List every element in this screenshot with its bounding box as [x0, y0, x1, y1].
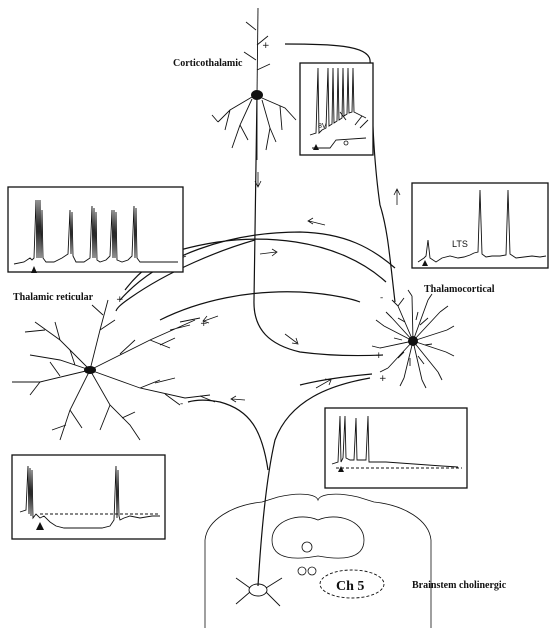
brainstem-cholinergic-label: Brainstem cholinergic: [412, 580, 507, 591]
reticular-burst-recording-panel: [8, 187, 183, 273]
reticular-lts-recording-panel: [12, 455, 165, 539]
thalamic-reticular-neuron: [12, 300, 215, 440]
svg-text:+: +: [379, 374, 387, 384]
svg-text:+: +: [116, 295, 124, 305]
svg-text:+: +: [262, 41, 270, 51]
corticothalamic-label: Corticothalamic: [173, 58, 243, 69]
corticothalamic-neuron: [212, 8, 296, 160]
brainstem-outline: [205, 494, 431, 628]
svg-text:LTS: LTS: [452, 239, 468, 249]
svg-text:-: -: [180, 399, 183, 409]
brainstem-cholinergic-neuron: [236, 578, 282, 606]
corticothalamic-recording-panel: 8V: [300, 63, 373, 155]
brainstem-stimulation-recording-panel: [325, 408, 467, 488]
thalamocortical-label: Thalamocortical: [424, 284, 495, 295]
svg-text:+: +: [200, 319, 208, 329]
svg-text:+: +: [375, 351, 383, 361]
svg-text:8V: 8V: [318, 123, 327, 130]
thalamocortical-recording-panel: LTS: [412, 183, 548, 268]
thalamic-reticular-label: Thalamic reticular: [13, 292, 94, 303]
direction-arrows: [171, 172, 400, 402]
svg-text:-: -: [380, 293, 383, 303]
ch5-label: Ch 5: [336, 579, 364, 594]
